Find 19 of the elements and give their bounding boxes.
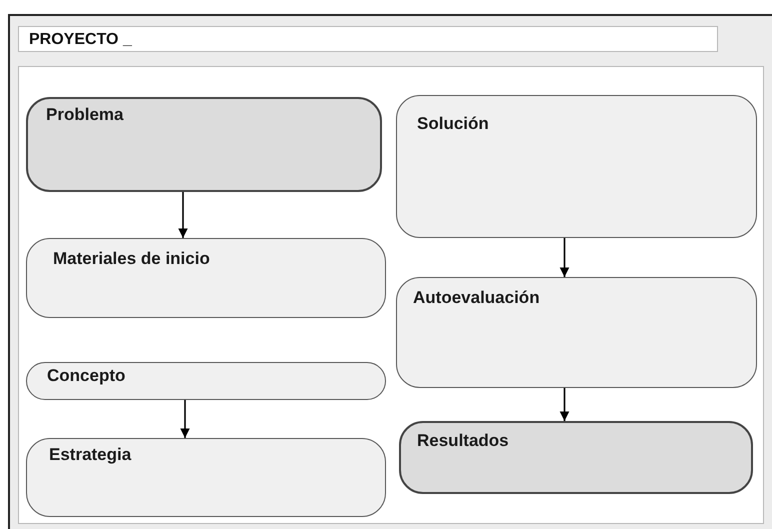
arrow <box>560 388 570 421</box>
box-label: Autoevaluación <box>413 288 540 307</box>
box-label: Problema <box>46 105 124 124</box>
rounded-box <box>26 362 386 400</box>
arrow <box>560 238 570 277</box>
box-label: Resultados <box>417 431 509 450</box>
arrow <box>180 400 190 438</box>
box-label: Materiales de inicio <box>53 249 210 268</box>
arrow <box>178 192 188 238</box>
rounded-box <box>396 95 757 238</box>
box-label: Concepto <box>47 366 126 385</box>
rounded-box <box>26 438 386 517</box>
box-label: Estrategia <box>49 445 132 464</box>
title: PROYECTO _ <box>29 31 132 48</box>
rounded-box <box>26 238 386 318</box>
rounded-box <box>26 97 382 192</box>
box-label: Solución <box>417 114 489 133</box>
rounded-box <box>399 421 753 494</box>
rounded-box <box>396 277 757 388</box>
